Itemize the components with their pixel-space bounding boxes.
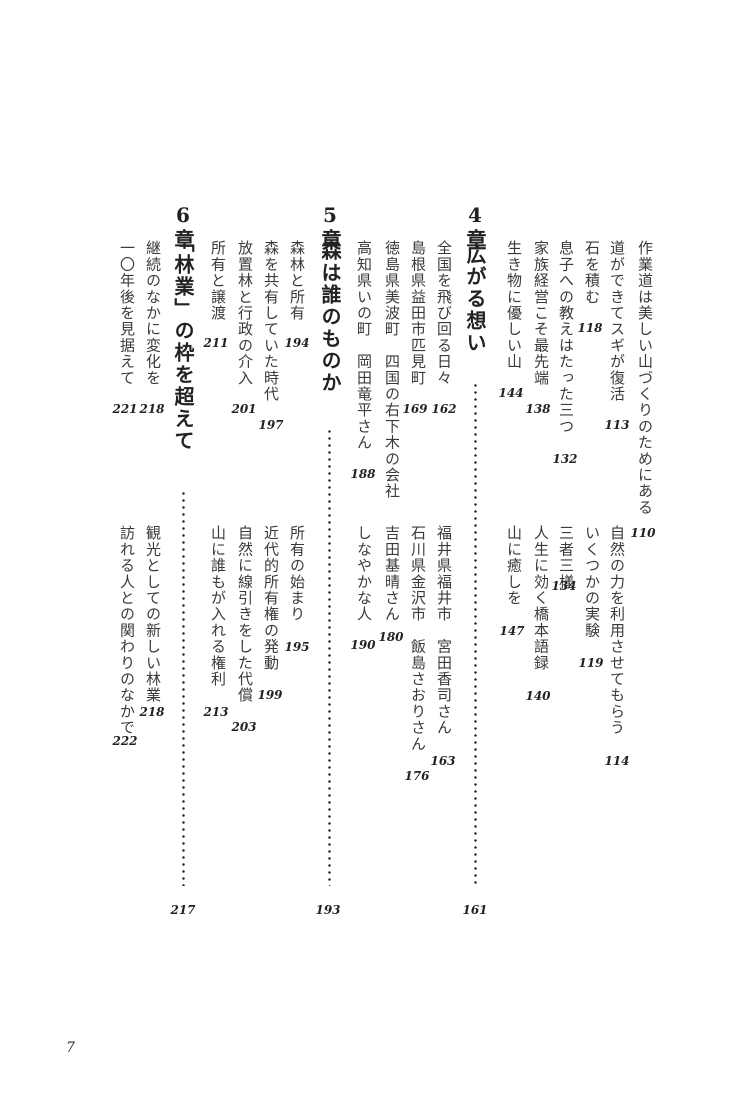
toc-entry[interactable]: 家族経営こそ最先端 [532,240,550,386]
page-number: 195 [284,640,310,654]
page-number: 222 [112,734,138,748]
page-number: 180 [378,630,404,644]
leader-dots [328,428,331,886]
toc-entry[interactable]: 息子への教えはたった三つ [557,240,575,435]
chapter-number: 6章 [171,203,195,251]
page-number: 132 [552,452,578,466]
toc-entry[interactable]: 徳島県美波町 四国の右下木の会社 [383,240,401,500]
toc-entry[interactable]: 石を積む [583,240,601,305]
page-number: 147 [499,624,525,638]
toc-entry[interactable]: 福井県福井市 宮田香司さん [435,525,453,736]
page-number: 194 [284,336,310,350]
page-number: 110 [630,526,656,540]
page-number: 162 [431,402,457,416]
toc-entry[interactable]: 観光としての新しい林業 [144,525,162,704]
toc-entry[interactable]: 訪れる人との関わりのなかで [118,525,136,736]
toc-entry[interactable]: 高知県いの町 岡田竜平さん [355,240,373,451]
page-number: 218 [139,705,165,719]
page-number: 119 [578,656,604,670]
page-number: 144 [498,386,524,400]
toc-entry[interactable]: 山に癒しを [505,525,523,606]
chapter-number: 5章 [318,203,342,251]
page-number: 213 [203,705,229,719]
page-number: 140 [525,689,551,703]
page-number: 193 [315,903,341,917]
page-number: 197 [258,418,284,432]
page-number: 218 [139,402,165,416]
page-number: 161 [462,903,488,917]
toc-entry[interactable]: 近代的所有権の発動 [262,525,280,671]
page-number: 199 [257,688,283,702]
toc-entry[interactable]: 三者三様 [557,525,575,590]
page-number: 113 [604,418,630,432]
toc-entry[interactable]: 島根県益田市匹見町 [409,240,427,386]
toc-entry[interactable]: 所有の始まり [288,525,306,623]
toc-entry[interactable]: 自然の力を利用させてもらう [608,525,626,736]
folio-page-number: 7 [66,1040,75,1056]
page-number: 211 [203,336,229,350]
toc-entry[interactable]: 継続のなかに変化を [144,240,162,386]
toc-entry[interactable]: 生き物に優しい山 [505,240,523,370]
page-number: 190 [350,638,376,652]
leader-dots [474,382,477,886]
page-number: 138 [525,402,551,416]
toc-entry-continued[interactable]: 吉田基晴さん [383,525,401,623]
toc-entry[interactable]: 自然に線引きをした代償 [236,525,254,704]
toc-entry[interactable]: 所有と譲渡 [209,240,227,321]
toc-entry[interactable]: 作業道は美しい山づくりのためにある [636,240,654,516]
page-number: 217 [170,903,196,917]
page-number: 114 [604,754,630,768]
toc-entry[interactable]: 山に誰もが入れる権利 [209,525,227,687]
page-number: 169 [402,402,428,416]
toc-entry[interactable]: いくつかの実験 [583,525,601,639]
chapter-number: 4章 [463,203,487,251]
page-number: 203 [231,720,257,734]
chapter-title[interactable]: 広がる想い [463,244,487,354]
toc-entry[interactable]: 石川県金沢市 飯島さおりさん [409,525,427,752]
leader-dots [182,490,185,886]
page-number: 188 [350,467,376,481]
page-number: 176 [404,769,430,783]
page-number: 201 [231,402,257,416]
toc-entry[interactable]: 放置林と行政の介入 [236,240,254,386]
page-number: 118 [577,321,603,335]
toc-entry[interactable]: 一〇年後を見据えて [118,240,136,386]
toc-entry[interactable]: 人生に効く橋本語録 [532,525,550,671]
chapter-title[interactable]: 「林業」の枠を超えて [171,232,195,452]
page-number: 221 [112,402,138,416]
toc-entry[interactable]: しなやかな人 [355,525,373,623]
toc-entry[interactable]: 森を共有していた時代 [262,240,280,402]
toc-entry[interactable]: 全国を飛び回る日々 [435,240,453,386]
chapter-title[interactable]: 森は誰のものか [318,240,342,394]
toc-entry[interactable]: 森林と所有 [288,240,306,321]
page-number: 163 [430,754,456,768]
toc-entry[interactable]: 道ができてスギが復活 [608,240,626,402]
page-number: 134 [551,579,577,593]
